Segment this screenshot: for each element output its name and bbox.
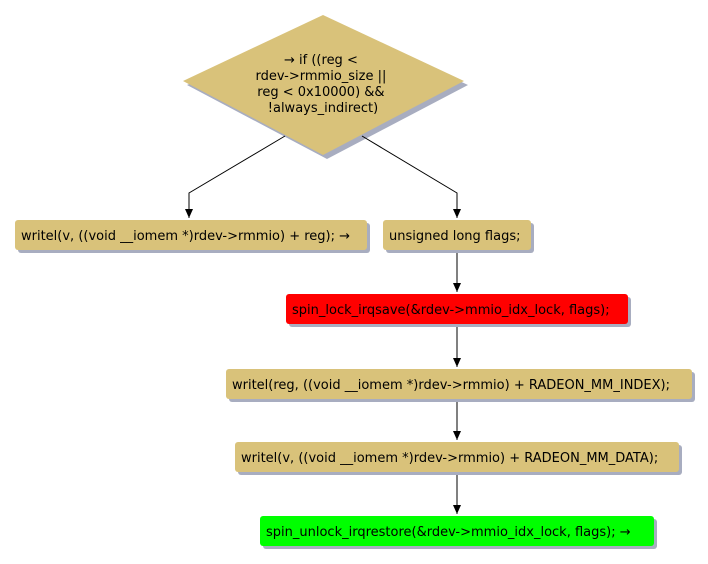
- node-writel-index: writel(reg, ((void __iomem *)rdev->rmmio…: [226, 369, 695, 402]
- edge-decision-to-writel-direct: [185, 135, 286, 218]
- decision-line-1: → if ((reg <: [284, 53, 358, 68]
- node-box: [226, 369, 692, 399]
- node-spin-unlock: spin_unlock_irqrestore(&rdev->mmio_idx_l…: [260, 516, 657, 549]
- node-box: [15, 220, 367, 250]
- node-spin-lock: spin_lock_irqsave(&rdev->mmio_idx_lock, …: [286, 294, 631, 327]
- decision-line-4: !always_indirect): [268, 101, 378, 116]
- node-writel-direct: writel(v, ((void __iomem *)rdev->rmmio) …: [15, 220, 370, 253]
- edges: [185, 135, 461, 514]
- node-label: spin_lock_irqsave(&rdev->mmio_idx_lock, …: [292, 303, 610, 318]
- node-box: [260, 516, 654, 546]
- node-label: writel(v, ((void __iomem *)rdev->rmmio) …: [21, 229, 350, 244]
- node-writel-data: writel(v, ((void __iomem *)rdev->rmmio) …: [235, 442, 682, 475]
- node-box: [286, 294, 628, 324]
- node-box: [383, 220, 531, 250]
- node-label: writel(reg, ((void __iomem *)rdev->rmmio…: [232, 378, 670, 393]
- decision-node: → if ((reg < rdev->rmmio_size || reg < 0…: [183, 15, 468, 159]
- node-flags-decl: unsigned long flags;: [383, 220, 534, 253]
- node-box: [235, 442, 679, 472]
- node-label: writel(v, ((void __iomem *)rdev->rmmio) …: [241, 451, 658, 466]
- decision-line-2: rdev->rmmio_size ||: [255, 69, 386, 84]
- decision-line-3: reg < 0x10000) &&: [257, 85, 384, 100]
- decision-diamond: [183, 15, 464, 155]
- edge-decision-to-flags: [361, 135, 461, 218]
- decision-text: → if ((reg < rdev->rmmio_size || reg < 0…: [255, 53, 390, 116]
- node-label: spin_unlock_irqrestore(&rdev->mmio_idx_l…: [266, 525, 631, 540]
- node-label: unsigned long flags;: [389, 229, 521, 244]
